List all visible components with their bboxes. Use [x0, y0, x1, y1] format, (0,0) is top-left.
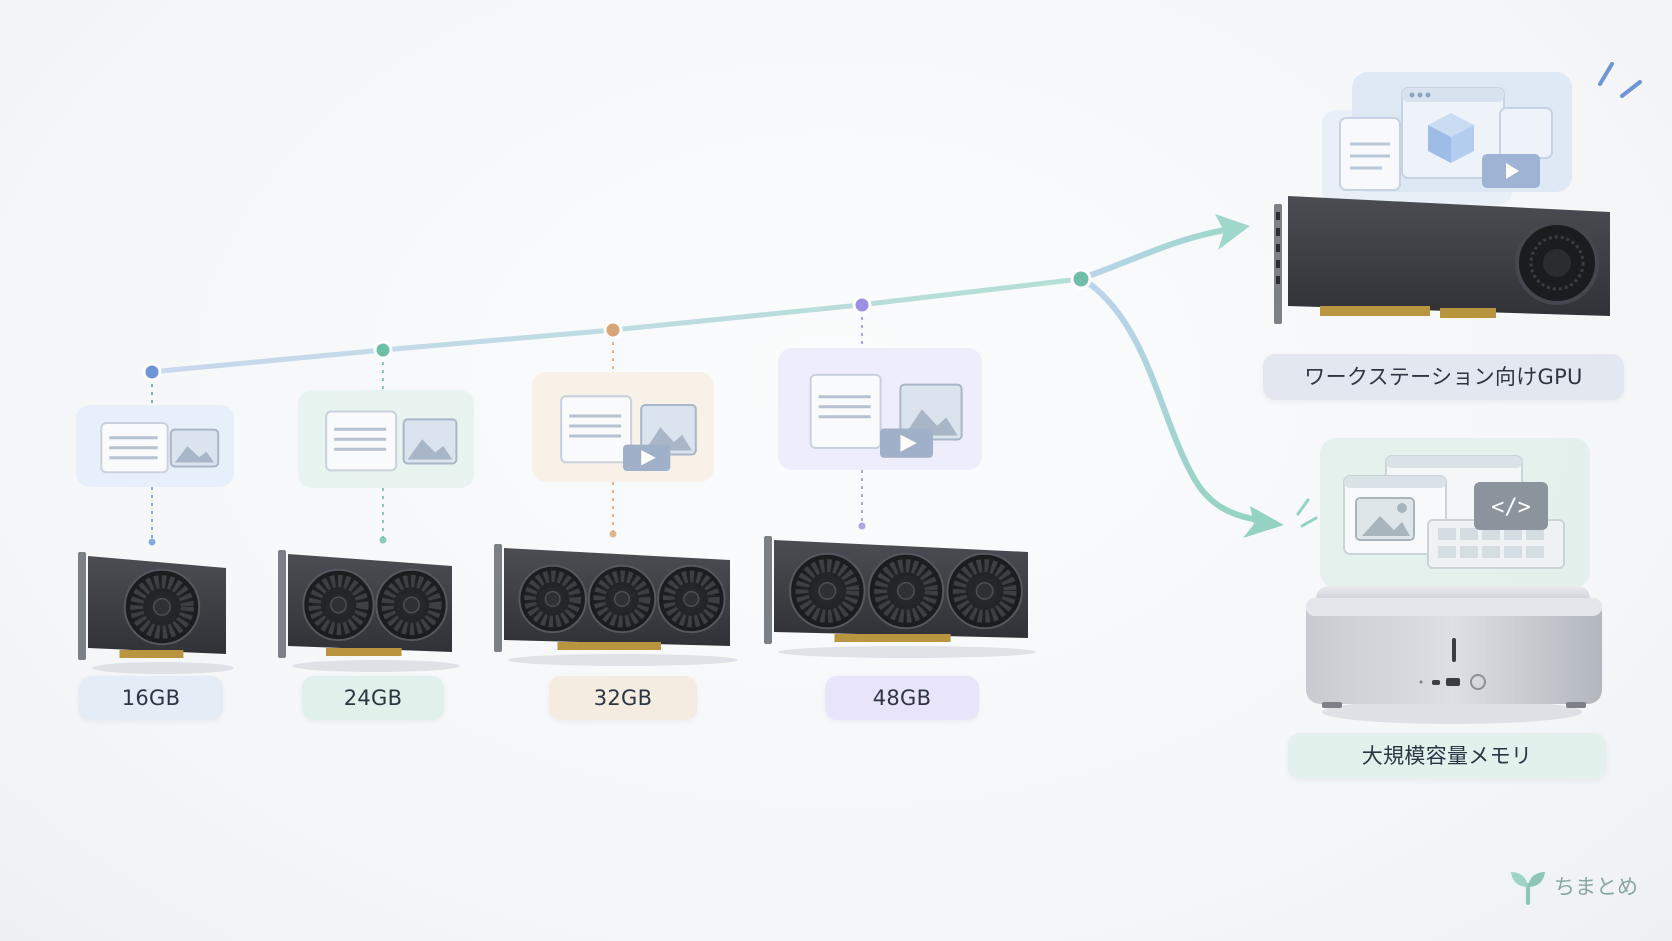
tier-node [852, 295, 872, 315]
card-connector [119, 650, 184, 658]
tier-group [494, 320, 738, 666]
fan-hub [330, 596, 347, 614]
arrowhead-memory [1243, 506, 1284, 538]
fan-hub [613, 590, 631, 608]
tier-group [76, 362, 234, 674]
connector-dot [609, 530, 617, 538]
svg-text:</>: </> [1491, 495, 1531, 520]
card-connector [326, 648, 402, 656]
branch-arrow-memory [1087, 281, 1261, 523]
card-connector [834, 634, 951, 642]
tier-group [764, 295, 1036, 658]
tier-label-48gb: 48GB [825, 676, 979, 720]
play-glyph [900, 434, 917, 452]
fan-blades [795, 559, 860, 623]
fan-hub [975, 582, 994, 600]
document-window [809, 373, 882, 450]
spark-marks-memory [1296, 498, 1318, 528]
workstation-gpu-label: ワークステーション向けGPU [1263, 354, 1624, 400]
memory-label: 大規模容量メモリ [1288, 733, 1606, 779]
connector-dot [148, 538, 156, 546]
tier-label-24gb: 24GB [302, 676, 444, 720]
fan-hub [544, 590, 561, 608]
fan-blades [524, 570, 582, 628]
document-window [325, 410, 398, 472]
tier-group [278, 340, 474, 672]
brand-logo: ちまとめ [1508, 867, 1638, 905]
connector-dot [858, 522, 866, 530]
code-icon [1474, 482, 1548, 530]
fan-blades [130, 575, 194, 639]
mountain-shape [174, 446, 215, 463]
card-connector [557, 642, 661, 650]
card-shadow [92, 662, 234, 674]
sprout-icon [1511, 872, 1545, 905]
card-shadow [778, 646, 1036, 658]
junction-node [1070, 268, 1092, 290]
fan-hub [897, 582, 915, 600]
workstation-illustration [1274, 72, 1610, 324]
fan-blades [381, 574, 442, 636]
fan-hub [683, 590, 700, 608]
card-shadow [508, 654, 738, 666]
tier-node [603, 320, 623, 340]
fan-blades [593, 570, 651, 628]
card-bracket [278, 550, 286, 658]
tier-node [373, 340, 393, 360]
fan-hub [403, 596, 420, 614]
play-glyph [641, 450, 656, 466]
card-bracket [494, 544, 502, 652]
card-bracket [78, 552, 86, 660]
fan-blades [308, 574, 369, 636]
fan-hub [818, 582, 837, 600]
tier-node [142, 362, 162, 382]
fan-blades [874, 559, 938, 623]
memory-illustration: </> [1306, 438, 1602, 724]
mountain-shape [407, 439, 453, 460]
tier-label-32gb: 32GB [549, 676, 697, 720]
card-shadow [292, 660, 460, 672]
connector-dot [379, 536, 387, 544]
fan-blades [952, 559, 1017, 623]
arrowhead-workstation [1215, 214, 1250, 250]
cube-icon [1428, 113, 1474, 163]
tier-label-16gb: 16GB [79, 676, 223, 720]
code-window [1339, 117, 1401, 191]
document-window [560, 395, 633, 464]
spark-marks-top [1598, 62, 1642, 98]
fan-blades [662, 570, 720, 628]
card-bracket [764, 536, 772, 644]
brand-name: ちまとめ [1554, 875, 1638, 899]
fan-hub [153, 598, 171, 616]
branch-arrow-workstation [1077, 227, 1228, 282]
